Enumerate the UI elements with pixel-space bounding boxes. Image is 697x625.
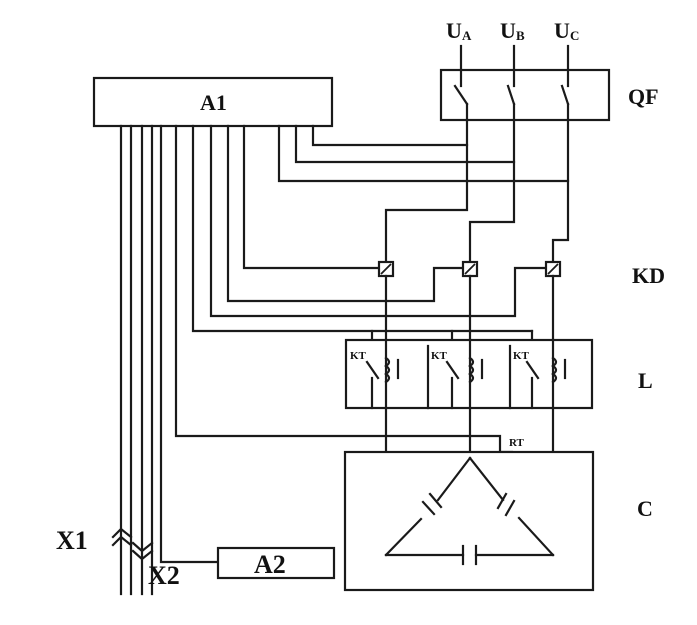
phase-label-ua: U A xyxy=(446,18,472,43)
l-reactor-dividers xyxy=(426,344,512,410)
x2-connector-icon xyxy=(131,541,154,561)
x2-label: X2 xyxy=(148,561,180,590)
phase-ub-letter: U xyxy=(500,18,516,43)
qf-breaker-box xyxy=(439,68,611,122)
capacitor-delta xyxy=(384,456,555,566)
kt-label-c: KT xyxy=(513,350,530,362)
kt-label-b: KT xyxy=(431,350,448,362)
phase-uc-letter: U xyxy=(554,18,570,43)
a2-line xyxy=(159,124,220,564)
a1-kd-control-lines xyxy=(209,124,550,318)
rt-sensor-line xyxy=(174,124,502,454)
a1-label: A1 xyxy=(200,90,227,115)
rt-label: RT xyxy=(509,437,525,449)
phase-label-uc: U C xyxy=(554,18,579,43)
kt-elements: KT KT KT xyxy=(350,350,567,410)
kt-label-a: KT xyxy=(350,350,367,362)
a1-sense-lines xyxy=(277,124,570,183)
a1-controller-box xyxy=(92,76,334,128)
x1-label: X1 xyxy=(56,526,88,555)
kd-label: KD xyxy=(632,263,665,288)
phase-label-ub: U B xyxy=(500,18,525,43)
qf-switch-contacts xyxy=(453,68,570,122)
c-label: C xyxy=(637,496,653,521)
coil-b xyxy=(468,356,475,384)
l-label: L xyxy=(638,368,653,393)
phase-ub-sub: B xyxy=(516,28,525,43)
x-lines xyxy=(119,124,154,596)
phase-uc-sub: C xyxy=(570,28,579,43)
phase-ua-sub: A xyxy=(462,28,472,43)
phase-ua-letter: U xyxy=(446,18,462,43)
qf-label: QF xyxy=(628,84,659,109)
coil-a xyxy=(384,356,391,384)
a2-module-box xyxy=(216,546,336,580)
capacitor-box xyxy=(343,450,595,592)
coil-c xyxy=(551,356,558,384)
a2-label: A2 xyxy=(254,550,286,579)
x1-connector-icon xyxy=(111,527,133,547)
main-phase-lines xyxy=(384,118,570,264)
